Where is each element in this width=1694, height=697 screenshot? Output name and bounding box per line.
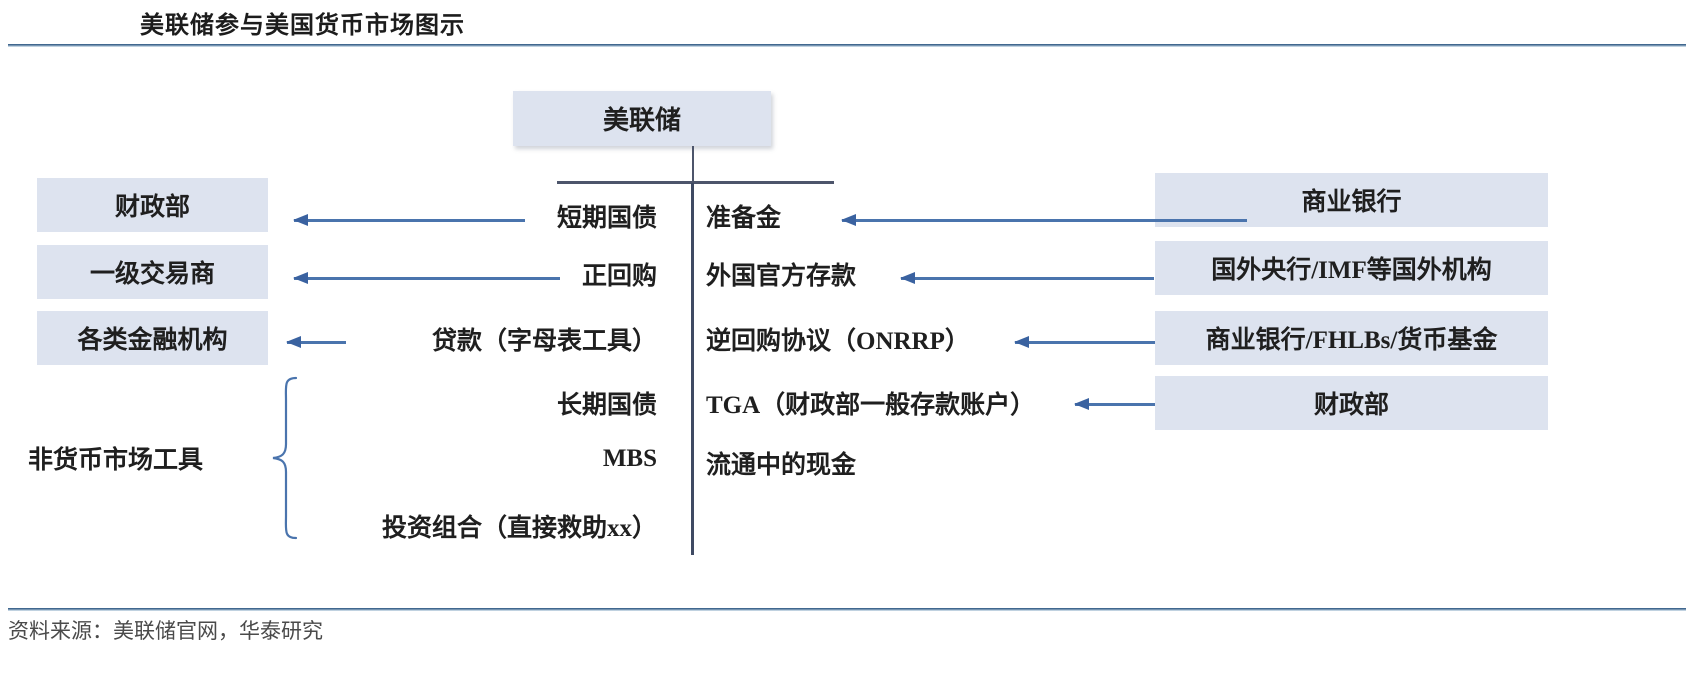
footer-rule (8, 608, 1686, 611)
arrow-commercial-banks-to-reserves (841, 214, 1247, 226)
asset-label-portfolio: 投资组合（直接救助xx） (381, 515, 657, 542)
arrow-lending-to-financial-institutions (286, 336, 346, 348)
liability-label-currency-in-circulation: 流通中的现金 (706, 452, 857, 479)
brace-icon (272, 376, 298, 540)
header-rule (8, 44, 1686, 47)
liability-label-onrrp: 逆回购协议（ONRRP） (706, 328, 970, 355)
arrow-foreign-institutions-to-foreign-deposits (900, 272, 1154, 284)
arrow-short-term-treasuries-to-treasury (293, 214, 525, 226)
fed-trunk-horizontal (557, 181, 834, 184)
arrow-repo-to-primary-dealers (293, 272, 560, 284)
node-right-banks-fhlbs-mmf: 商业银行/FHLBs/货币基金 (1155, 311, 1548, 365)
asset-label-repo: 正回购 (581, 263, 657, 290)
asset-label-long-term-treasuries: 长期国债 (556, 392, 657, 419)
liability-label-reserves: 准备金 (706, 205, 782, 232)
arrow-banks-fhlbs-mmf-to-onrrp (1014, 336, 1155, 348)
node-left-treasury: 财政部 (37, 178, 268, 232)
node-left-primary-dealers: 一级交易商 (37, 245, 268, 299)
non-money-market-brace (270, 376, 304, 540)
fed-trunk-vertical-top (692, 146, 694, 183)
balance-sheet-divider (691, 183, 694, 555)
node-right-foreign-institutions: 国外央行/IMF等国外机构 (1155, 241, 1548, 295)
node-right-commercial-banks: 商业银行 (1155, 173, 1548, 227)
node-left-financial-institutions: 各类金融机构 (37, 311, 268, 365)
arrow-treasury-to-tga (1074, 398, 1155, 410)
liability-label-tga: TGA（财政部一般存款账户） (706, 392, 1036, 419)
asset-label-short-term-treasuries: 短期国债 (556, 205, 657, 232)
asset-label-lending-facilities: 贷款（字母表工具） (431, 328, 657, 355)
node-right-treasury: 财政部 (1155, 376, 1548, 430)
liability-label-foreign-official-deposits: 外国官方存款 (706, 263, 857, 290)
source-note: 资料来源：美联储官网，华泰研究 (8, 619, 323, 643)
asset-label-mbs: MBS (602, 445, 657, 472)
header: 美联储参与美国货币市场图示 (0, 0, 1694, 50)
node-federal-reserve: 美联储 (513, 91, 771, 146)
non-money-market-label: 非货币市场工具 (28, 447, 204, 474)
page-title: 美联储参与美国货币市场图示 (140, 13, 465, 39)
